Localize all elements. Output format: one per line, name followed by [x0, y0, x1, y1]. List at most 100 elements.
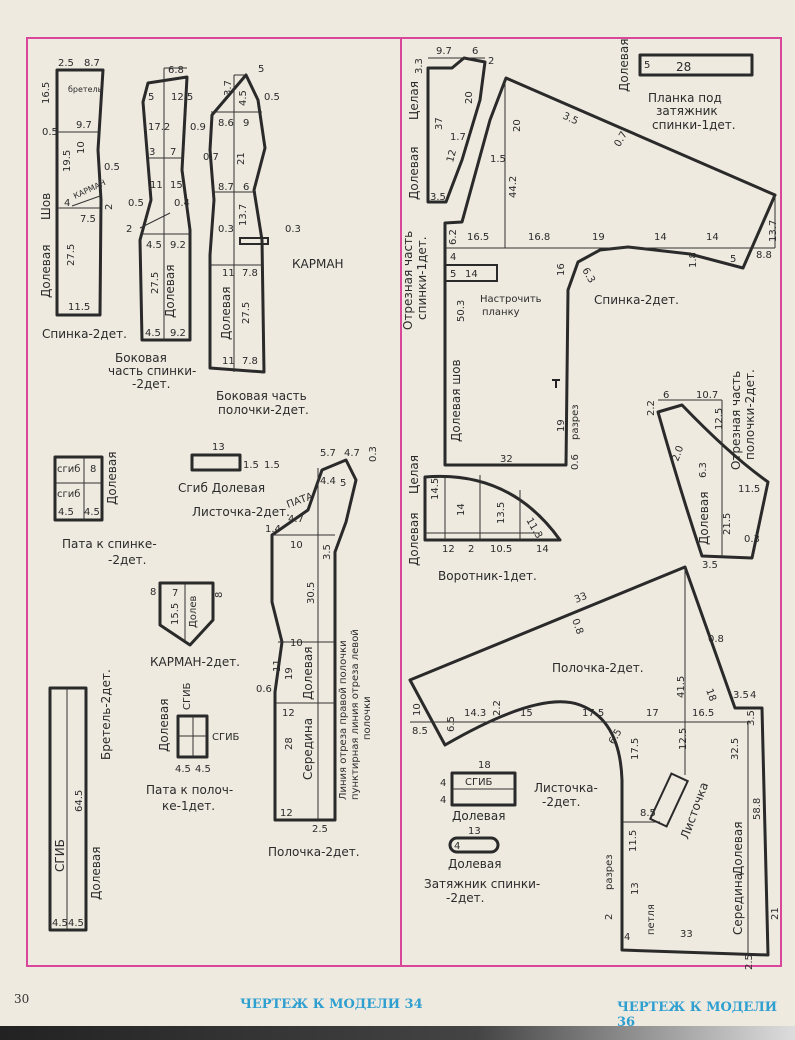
pattern-label: 4: [624, 932, 630, 943]
pattern-label: полочки-2дет.: [743, 369, 757, 460]
pattern-label: 13.7: [238, 204, 249, 226]
pattern-label: 8.5: [640, 808, 656, 819]
pattern-label: 8: [150, 587, 156, 598]
pattern-label: 15.5: [170, 603, 181, 625]
pattern-label: 0.8: [708, 634, 724, 645]
pattern-label: 12: [445, 149, 459, 164]
pattern-label: Долевая: [452, 809, 505, 823]
pattern-label: 3.5: [733, 690, 749, 701]
pattern-label: Пата к полоч-: [146, 783, 233, 797]
piece-vorotnik: 14.5 14 13.5 11.3 12 2 10.5 14 Долевая Ц…: [407, 455, 562, 583]
pattern-label: 2.5: [58, 58, 74, 69]
pattern-label: 4.5: [84, 507, 100, 518]
pattern-label: 0.6: [256, 684, 272, 695]
pattern-label: 4: [440, 778, 446, 789]
pattern-label: 16.5: [467, 232, 489, 243]
pattern-label: спинки-1дет.: [652, 118, 736, 132]
pattern-label: полочки: [362, 696, 373, 740]
pattern-label: 2: [126, 224, 132, 235]
pattern-label: 9.2: [170, 328, 186, 339]
piece-zatyazhnik: 13 4 Долевая Затяжник спинки- -2дет.: [424, 826, 540, 905]
pattern-label: 8.5: [412, 726, 428, 737]
pattern-label: 11: [150, 180, 163, 191]
pattern-label: 6.3: [579, 266, 596, 285]
pattern-label: 33: [680, 929, 693, 940]
pattern-label: 6: [243, 182, 249, 193]
pattern-label: 11.5: [68, 302, 90, 313]
pattern-label: 50.3: [456, 300, 467, 322]
pattern-label: 3.5: [430, 192, 446, 203]
pattern-label: Целая: [407, 455, 421, 494]
pattern-label: 0.5: [42, 127, 58, 138]
pattern-label: 5: [730, 254, 736, 265]
pattern-label: 21: [770, 907, 781, 920]
pattern-label: 9: [243, 118, 249, 129]
pattern-label: петля: [646, 904, 657, 935]
pattern-label: 1.5: [264, 460, 280, 471]
pattern-label: 6: [663, 390, 669, 401]
pattern-label: 11: [222, 356, 235, 367]
scan-edge: [0, 1026, 795, 1040]
pattern-label: 8.6: [218, 118, 234, 129]
pattern-label: -2дет.: [446, 891, 484, 905]
pattern-label: ПАТА: [285, 491, 315, 511]
pattern-label: 4: [450, 252, 456, 263]
pattern-label: 9.2: [170, 240, 186, 251]
pattern-label: Долевая: [301, 647, 315, 700]
pattern-label: 0.9: [190, 122, 206, 133]
pattern-label: Долевая: [617, 39, 631, 92]
pattern-label: Отрезная часть: [401, 231, 415, 330]
pattern-label: -2дет.: [108, 553, 146, 567]
pattern-label: КАРМАН: [292, 257, 344, 271]
pattern-label: Настрочить: [480, 294, 542, 305]
pattern-label: 4.7: [344, 448, 360, 459]
pattern-label: 2: [468, 544, 474, 555]
pattern-label: 14: [654, 232, 667, 243]
pattern-label: 10.5: [490, 544, 512, 555]
pattern-label: Шов: [39, 193, 53, 220]
pattern-label: 3.7: [223, 80, 234, 96]
pattern-label: 14: [536, 544, 549, 555]
pattern-label: 2.2: [492, 700, 503, 716]
pattern-label: 5.7: [320, 448, 336, 459]
pattern-label: Долевая: [157, 699, 171, 752]
pattern-label: Отрезная часть: [729, 371, 743, 470]
pattern-label: 1.5: [243, 460, 259, 471]
pattern-label: 14: [456, 503, 467, 516]
pattern-label: 3.5: [702, 560, 718, 571]
pattern-label: 4.7: [288, 514, 304, 525]
pattern-label: планку: [482, 307, 520, 318]
pattern-label: 3.5: [746, 710, 757, 726]
pattern-label: полочки-2дет.: [218, 403, 309, 417]
pattern-label: 12.5: [714, 408, 725, 430]
pattern-label: 41.5: [676, 676, 687, 698]
pattern-label: Долевая шов: [449, 359, 463, 442]
pattern-label: 18: [703, 687, 718, 703]
pattern-label: 13.5: [496, 502, 507, 524]
pattern-label: 0.7: [203, 152, 219, 163]
pattern-label: 2: [488, 56, 494, 67]
pattern-label: 0.4: [174, 198, 190, 209]
pattern-label: 64.5: [74, 790, 85, 812]
pattern-label: 27.5: [66, 244, 77, 266]
pattern-label: Пата к спинке-: [62, 537, 157, 551]
pattern-label: СГИБ: [53, 839, 67, 872]
pattern-label: 21: [236, 152, 247, 165]
pattern-label: Затяжник спинки-: [424, 877, 540, 891]
piece-planka: 5 28 Долевая Планка под затяжник спинки-…: [617, 39, 754, 132]
pattern-label: 17.5: [582, 708, 604, 719]
pattern-label: 1.8: [688, 252, 699, 268]
pattern-label: 4.5: [52, 918, 68, 929]
pattern-label: 1.5: [490, 154, 506, 165]
pattern-label: 17.5: [630, 738, 641, 760]
page-number: 30: [14, 992, 30, 1006]
pattern-label: 11.5: [738, 484, 760, 495]
pattern-label: Боковая: [115, 351, 167, 365]
pattern-label: 16: [556, 263, 567, 276]
pattern-label: Середина: [301, 718, 315, 780]
pattern-label: 2: [104, 204, 115, 210]
